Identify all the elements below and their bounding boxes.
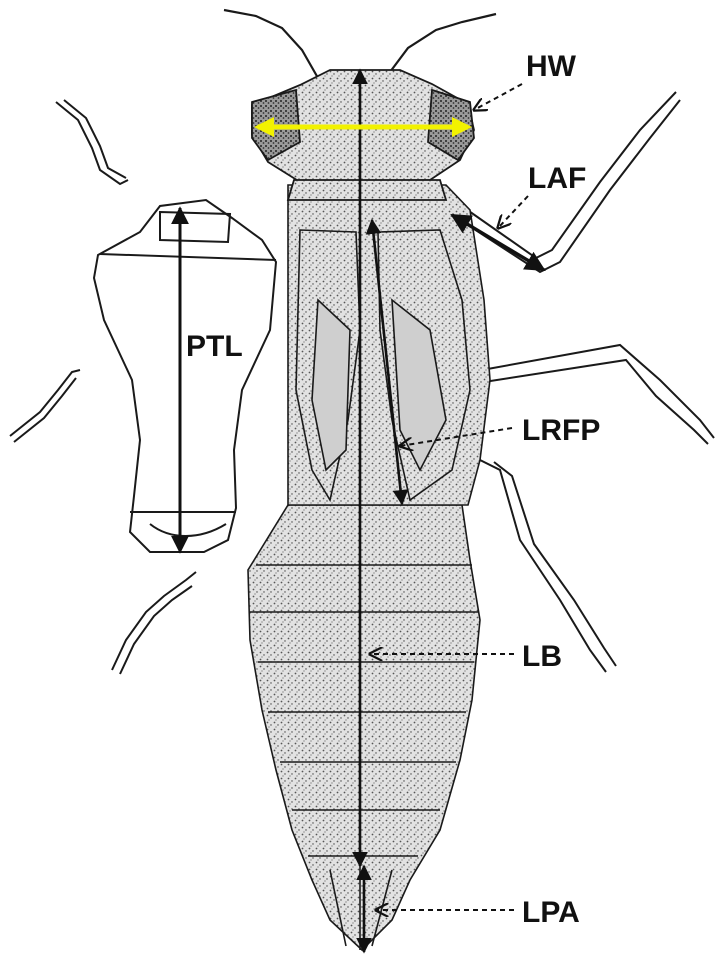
- labium-detail: [94, 200, 276, 552]
- head: [252, 70, 474, 200]
- lrfp-label: LRFP: [522, 414, 600, 447]
- antennae: [224, 10, 496, 78]
- hw-leader: [474, 84, 522, 110]
- laf-label: LAF: [528, 162, 586, 195]
- laf-leader: [498, 196, 528, 228]
- ptl-label: PTL: [186, 330, 243, 363]
- thorax: [288, 185, 490, 505]
- lpa-label: LPA: [522, 896, 580, 929]
- lb-label: LB: [522, 640, 562, 673]
- hw-label: HW: [526, 50, 577, 83]
